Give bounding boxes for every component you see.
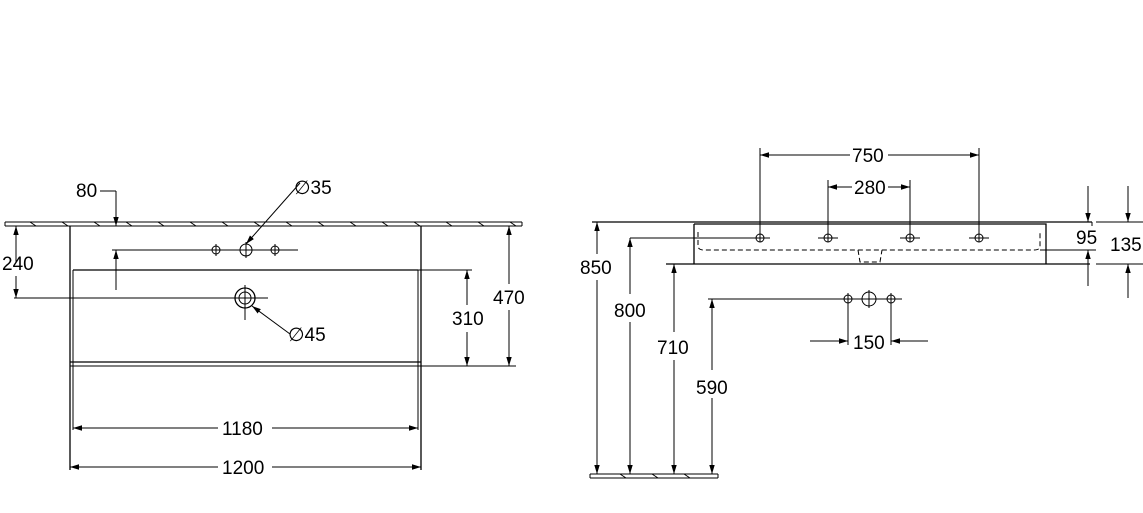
- dim-310-label: 310: [452, 309, 484, 330]
- dim-dia45-label: ∅45: [288, 325, 326, 346]
- dim-470-label: 470: [493, 288, 525, 309]
- waste-hole: ∅45: [14, 285, 326, 346]
- dim-dia35-label: ∅35: [294, 178, 332, 199]
- basin-profile: [666, 222, 1093, 265]
- dim-800: 800: [614, 238, 646, 474]
- dim-850: 850: [580, 222, 612, 474]
- dim-280-label: 280: [854, 178, 886, 199]
- dim-750: 750: [760, 146, 979, 167]
- front-view: ∅35 80 ∅45 240: [2, 178, 525, 479]
- dim-95: 95: [1040, 186, 1097, 286]
- tap-hole-group: ∅35: [112, 178, 332, 258]
- dim-1200-label: 1200: [222, 458, 264, 479]
- dim-150-label: 150: [853, 333, 885, 354]
- dim-80-label: 80: [76, 181, 97, 202]
- dim-590-label: 590: [696, 378, 728, 399]
- dim-310: 310: [418, 269, 516, 367]
- side-waste-fittings: [708, 290, 902, 345]
- dim-280: 280: [828, 178, 910, 199]
- dim-1180: 1180: [73, 419, 418, 440]
- side-view: 750 280 95 135: [580, 146, 1143, 479]
- dim-1180-label: 1180: [222, 419, 263, 440]
- floor-hatch: [589, 473, 719, 479]
- wall-hatch: [4, 221, 523, 227]
- dim-800-label: 800: [614, 301, 646, 322]
- dim-135-label: 135: [1110, 235, 1142, 256]
- side-tap-holes: [630, 148, 989, 243]
- dim-750-label: 750: [852, 146, 884, 167]
- dim-240-label: 240: [2, 254, 34, 275]
- dim-80: 80: [76, 181, 119, 290]
- dim-135: 135: [1096, 186, 1143, 298]
- dim-240: 240: [2, 226, 34, 298]
- dim-590: 590: [696, 299, 728, 474]
- dim-850-label: 850: [580, 258, 612, 279]
- basin-outline: [69, 226, 422, 470]
- dim-95-label: 95: [1076, 228, 1097, 249]
- dim-150: 150: [810, 333, 928, 354]
- dim-470: 470: [493, 226, 525, 366]
- dim-1200: 1200: [70, 458, 421, 479]
- dim-710-label: 710: [657, 338, 689, 359]
- dim-710: 710: [657, 264, 689, 474]
